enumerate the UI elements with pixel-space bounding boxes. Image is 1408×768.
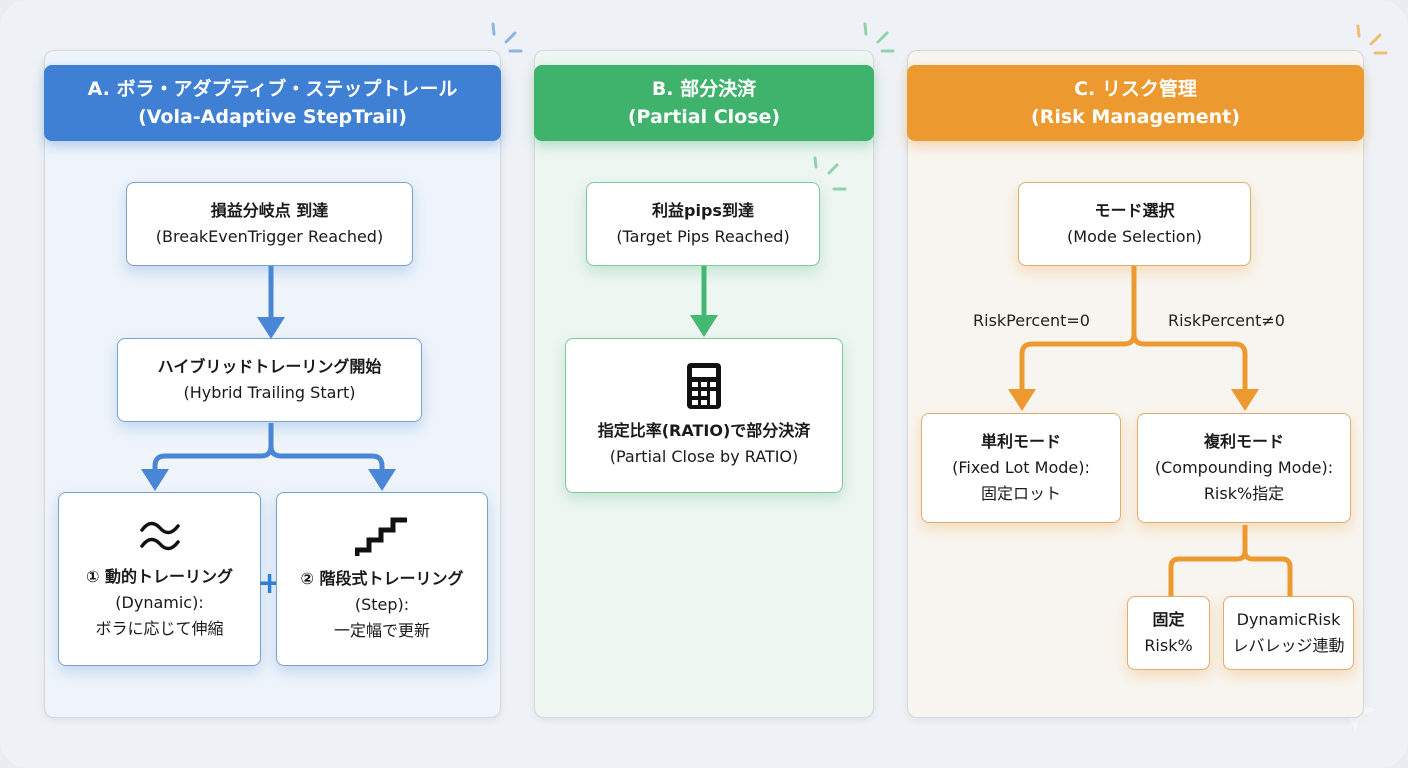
node-target-pips-en: (Target Pips Reached) xyxy=(616,227,790,246)
node-compounding-mode: 複利モード (Compounding Mode): Risk%指定 xyxy=(1137,413,1351,523)
node-dynamic-jp: ① 動的トレーリング xyxy=(85,567,234,586)
panel-c-title-en: (Risk Management) xyxy=(1031,106,1240,128)
node-dynamic-trailing: ① 動的トレーリング (Dynamic): ボラに応じて伸縮 xyxy=(58,492,261,666)
node-fixed-lot-en: (Fixed Lot Mode): xyxy=(952,458,1090,477)
node-ratio-jp: 指定比率(RATIO)で部分決済 xyxy=(597,420,811,440)
node-compounding-en: (Compounding Mode): xyxy=(1154,458,1334,477)
panel-a-title-jp: A. ボラ・アダプティブ・ステップトレール xyxy=(87,78,458,100)
arrowhead-a2-left xyxy=(141,469,169,491)
calculator-icon xyxy=(687,362,721,409)
node-fixed-risk-en: Risk% xyxy=(1144,636,1193,655)
sparkle-orange-icon xyxy=(1356,24,1388,55)
node-hybrid-en: (Hybrid Trailing Start) xyxy=(183,383,356,402)
node-fixed-risk-jp: 固定 xyxy=(1152,610,1185,629)
node-step-desc: 一定幅で更新 xyxy=(333,621,430,640)
sparkle-green-icon xyxy=(863,22,895,53)
node-fixed-lot-desc: 固定ロット xyxy=(980,484,1061,503)
node-breakeven-reached: 損益分岐点 到達 (BreakEvenTrigger Reached) xyxy=(126,182,413,266)
panel-b-title-en: (Partial Close) xyxy=(627,106,781,128)
node-step-en: (Step): xyxy=(354,595,410,614)
node-step-trailing: ② 階段式トレーリング (Step): 一定幅で更新 xyxy=(276,492,488,666)
panel-b-title-jp: B. 部分決済 xyxy=(651,78,757,100)
panel-c-header: C. リスク管理 (Risk Management) xyxy=(907,65,1364,141)
node-target-pips-reached: 利益pips到達 (Target Pips Reached) xyxy=(586,182,820,266)
arrow-c1-right xyxy=(1131,333,1248,391)
sparkle-green-small-icon xyxy=(813,156,847,191)
node-hybrid-jp: ハイブリッドトレーリング開始 xyxy=(157,357,382,376)
panel-vola-adaptive-steptrail: A. ボラ・アダプティブ・ステップトレール (Vola-Adaptive Ste… xyxy=(44,50,501,718)
panel-risk-management: C. リスク管理 (Risk Management) RiskPercent=0… xyxy=(907,50,1364,718)
node-dynamic-risk-line2: レバレッジ連動 xyxy=(1232,636,1345,655)
panel-c-title-jp: C. リスク管理 xyxy=(1074,78,1197,100)
node-mode-en: (Mode Selection) xyxy=(1067,227,1202,246)
node-mode-jp: モード選択 xyxy=(1094,201,1175,220)
node-mode-selection: モード選択 (Mode Selection) xyxy=(1018,182,1251,266)
connector-c2-right xyxy=(1242,550,1293,596)
node-ratio-en: (Partial Close by RATIO) xyxy=(609,446,799,466)
edge-label-riskpercent-nonzero: RiskPercent≠0 xyxy=(1168,311,1285,330)
arrow-a2-right xyxy=(268,445,385,471)
node-dynamic-en: (Dynamic): xyxy=(115,593,204,612)
node-dynamic-risk: DynamicRisk レバレッジ連動 xyxy=(1223,596,1354,670)
edge-label-riskpercent-zero: RiskPercent=0 xyxy=(973,311,1090,330)
arrow-a2-left xyxy=(152,423,274,471)
arrowhead-c1-right xyxy=(1231,389,1259,411)
node-dynamic-desc: ボラに応じて伸縮 xyxy=(95,619,224,638)
sparkle-blue-icon xyxy=(491,22,523,53)
arrowhead-a2-right xyxy=(368,469,396,491)
node-fixed-risk: 固定 Risk% xyxy=(1127,596,1210,670)
arrowhead-b1 xyxy=(690,315,718,337)
panel-b-header: B. 部分決済 (Partial Close) xyxy=(534,65,874,141)
node-breakeven-jp: 損益分岐点 到達 xyxy=(210,201,329,220)
panel-a-header: A. ボラ・アダプティブ・ステップトレール (Vola-Adaptive Ste… xyxy=(44,65,501,141)
stairs-icon xyxy=(355,517,407,556)
arrowhead-c1-left xyxy=(1008,389,1036,411)
node-hybrid-trailing-start: ハイブリッドトレーリング開始 (Hybrid Trailing Start) xyxy=(117,338,422,422)
node-step-jp: ② 階段式トレーリング xyxy=(300,569,464,588)
panel-partial-close: B. 部分決済 (Partial Close) 利益pips到達 (Target… xyxy=(534,50,874,718)
connector-c2 xyxy=(1168,525,1248,596)
node-compounding-desc: Risk%指定 xyxy=(1203,484,1285,503)
arrowhead-a1 xyxy=(257,317,285,339)
node-breakeven-en: (BreakEvenTrigger Reached) xyxy=(155,227,384,246)
node-fixed-lot-mode: 単利モード (Fixed Lot Mode): 固定ロット xyxy=(921,413,1121,523)
node-target-pips-jp: 利益pips到達 xyxy=(652,201,754,220)
node-dynamic-risk-line1: DynamicRisk xyxy=(1236,610,1341,629)
node-compounding-jp: 複利モード xyxy=(1203,432,1284,451)
node-fixed-lot-jp: 単利モード xyxy=(980,432,1061,451)
node-partial-close-by-ratio: 指定比率(RATIO)で部分決済 (Partial Close by RATIO… xyxy=(565,338,843,493)
panel-a-title-en: (Vola-Adaptive StepTrail) xyxy=(138,106,407,128)
wave-icon xyxy=(139,521,180,551)
